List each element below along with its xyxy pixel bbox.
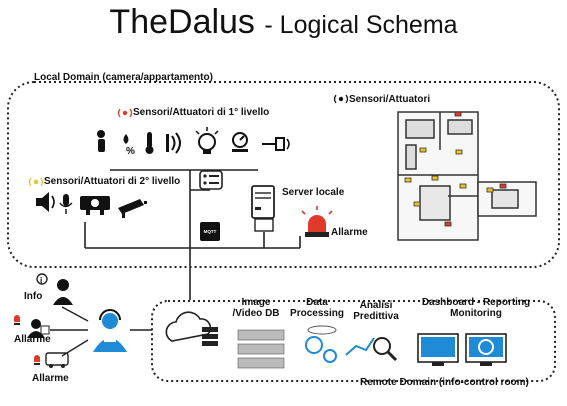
local-domain-box: [7, 81, 560, 268]
sensors-level1-label: Sensori/Attuatori di 1° livello: [133, 107, 270, 118]
title-separator: -: [264, 11, 280, 39]
actor-info-label: Info: [24, 291, 43, 302]
svg-text:%: %: [126, 146, 135, 157]
title-sub: Logical Schema: [279, 11, 458, 39]
predictive-analysis-label: Analisi Predittiva: [353, 300, 399, 322]
actor-icons: i: [14, 273, 73, 368]
local-server-label: Server locale: [282, 187, 345, 198]
remote-icons: [165, 311, 507, 369]
actor-alarm-vehicle-label: Allarme: [32, 373, 69, 384]
mqtt-badge: [200, 222, 220, 241]
page-title: TheDalus - Logical Schema: [0, 2, 567, 45]
actor-arrows: [50, 306, 89, 357]
data-processing-label: Data Processing: [290, 297, 344, 319]
sensors-actuators-label: Sensori/Attuatori: [349, 94, 431, 105]
gateway-device: [199, 170, 223, 190]
actor-alarm-label: Allarme: [14, 334, 51, 345]
local-server-icon: [251, 185, 275, 232]
dashboard-label: Dashboard - Reporting Monitoring: [421, 297, 531, 319]
mqtt-badge-label: MQTT: [203, 229, 217, 234]
svg-text:i: i: [40, 276, 42, 285]
image-db-label: Image /Video DB: [232, 297, 280, 319]
floor-plan-sensors: [404, 111, 507, 227]
wireless-marks: [28, 94, 349, 187]
alarm-label: Allarme: [331, 227, 368, 238]
alarm-siren-icon: [301, 206, 333, 237]
remote-domain-box: [151, 300, 556, 382]
floor-plan: [397, 111, 537, 241]
level1-icons: %: [97, 127, 290, 157]
level2-icons: [36, 192, 147, 218]
local-domain-label: Local Domain (camera/appartamento): [34, 72, 213, 83]
local-bus-lines: [84, 169, 301, 300]
remote-domain-label: Remote Domain (info-control room): [360, 377, 529, 388]
operator-icon: [93, 309, 127, 352]
sensors-level2-label: Sensori/Attuatori di 2° livello: [44, 176, 181, 187]
title-main: TheDalus: [109, 3, 255, 41]
